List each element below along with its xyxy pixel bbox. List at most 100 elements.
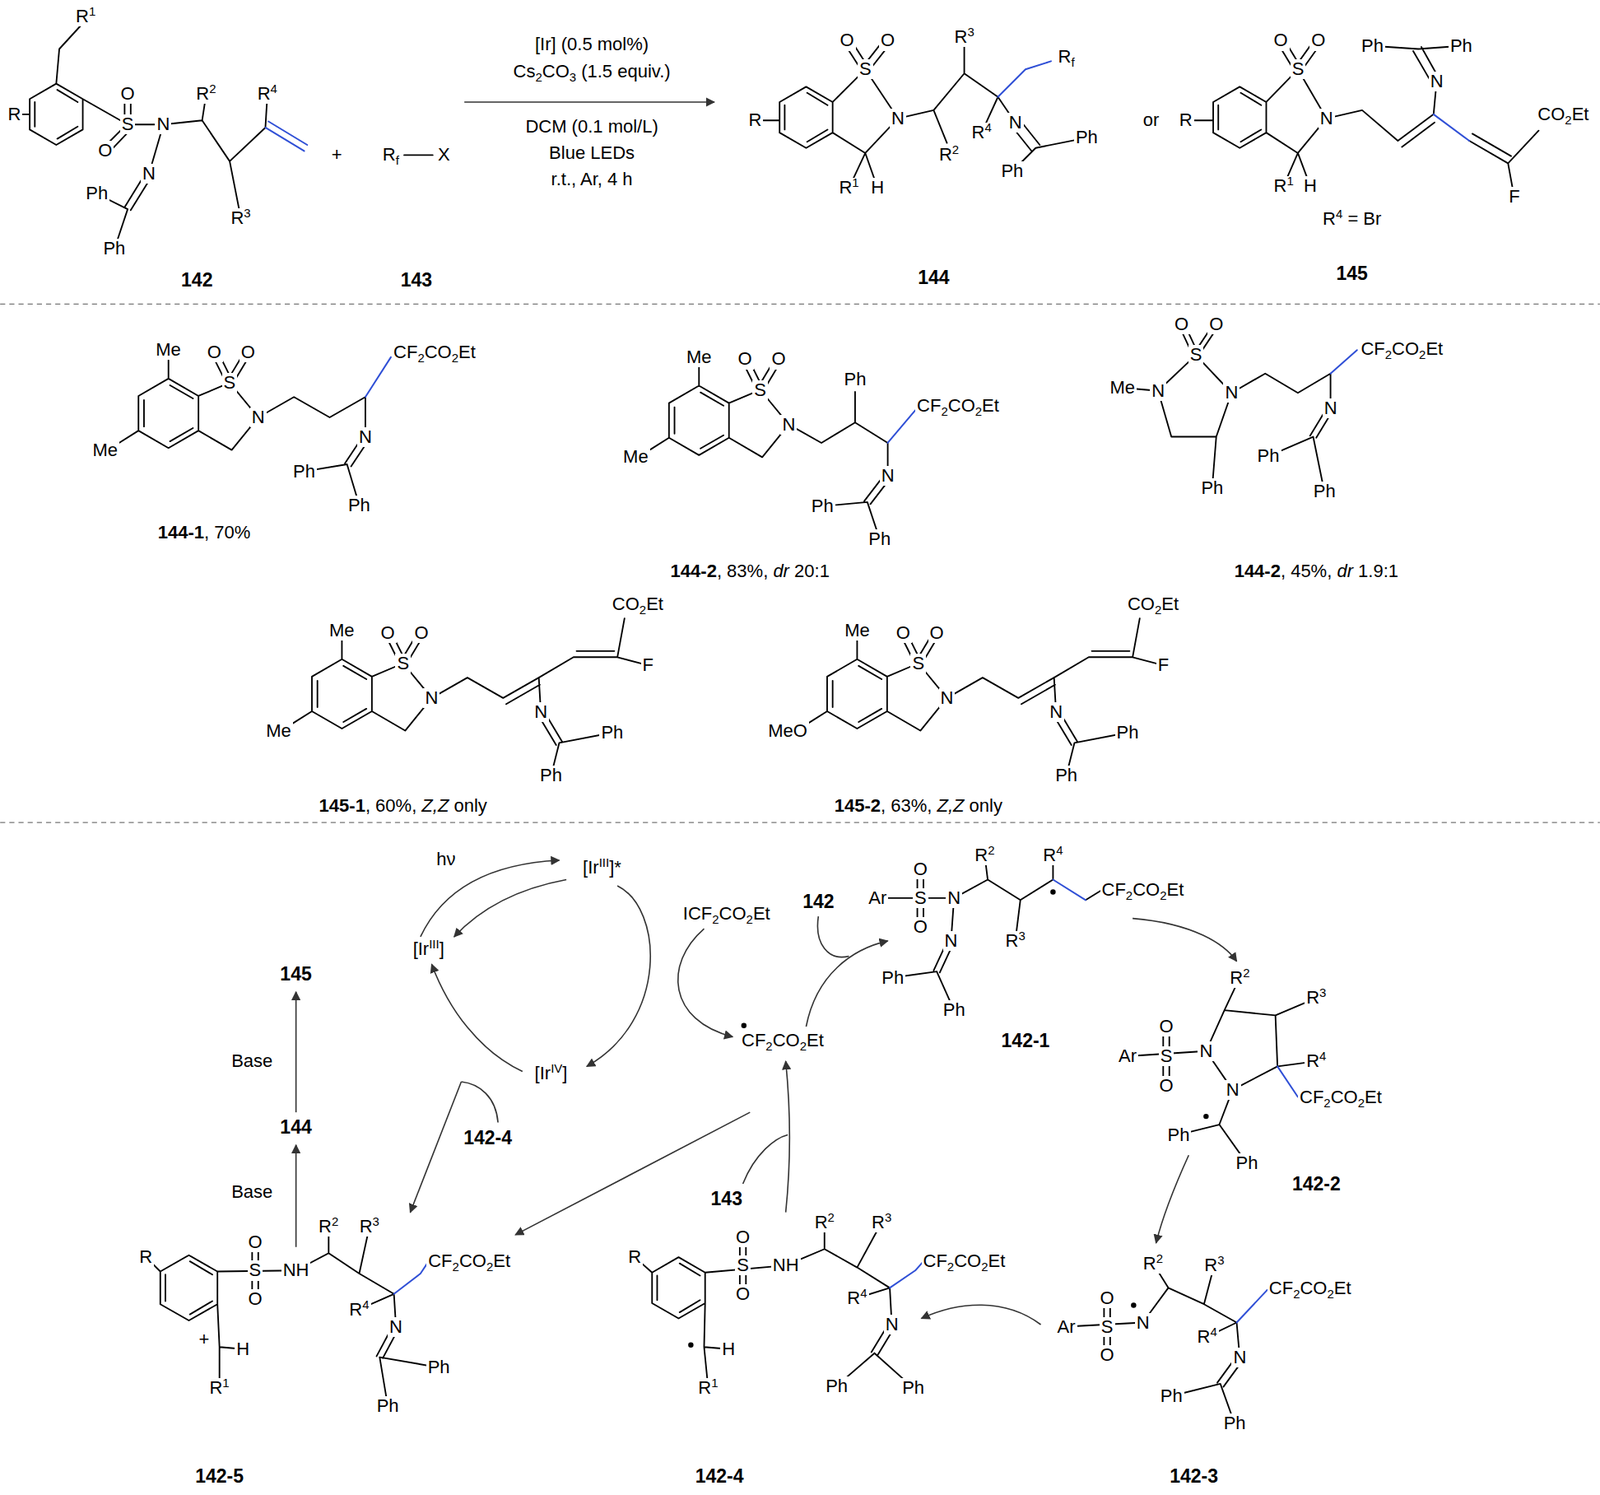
atom-label: N [943, 930, 960, 951]
formula-label: ICF2CO2Et [681, 903, 773, 924]
atom-label: O [205, 342, 224, 363]
compound-number: 145 [278, 963, 313, 985]
atom-label: X [436, 144, 452, 165]
atom-label: N [780, 414, 797, 435]
atom-label: R3 [228, 208, 252, 228]
atom-label: Ph [1199, 478, 1225, 498]
compound-number: 142 [800, 891, 836, 912]
atom-label: N [1231, 1347, 1248, 1368]
cycle-arrow [586, 885, 651, 1066]
atom-label: S [1158, 1046, 1175, 1066]
atom-label: S [120, 114, 136, 135]
new-bond [888, 409, 916, 443]
formula-label: CF2CO2Et [1358, 339, 1445, 359]
atom-label: N [1197, 1041, 1214, 1061]
atom-label: N [883, 1314, 901, 1335]
atom-label: H [1302, 176, 1319, 196]
atom-label: R2 [316, 1216, 340, 1237]
atom-label: Ar [866, 888, 889, 908]
atom-label: R3 [1003, 930, 1027, 951]
atom-label: R [137, 1246, 154, 1267]
atom-label: O [911, 916, 930, 937]
atom-label: R3 [1304, 987, 1328, 1008]
atom-label: N [1047, 702, 1065, 722]
atom-label: hν [434, 849, 457, 870]
atom-label: N [154, 114, 172, 135]
example-bonds [788, 391, 891, 540]
diene-bonds [1193, 38, 1539, 197]
atom-label: O [1309, 30, 1327, 51]
atom-label: R2 [1227, 967, 1252, 988]
atom-label: R1 [207, 1377, 231, 1398]
example-bonds [258, 396, 370, 505]
atom-label: Rf [1056, 46, 1077, 67]
formula-label: CO2Et [610, 594, 666, 614]
atom-label: Ph [1158, 1386, 1185, 1406]
atom-label: N [889, 108, 907, 129]
formula-label: CF2CO2Et [1100, 879, 1187, 900]
atom-label: Ph [841, 369, 868, 390]
new-bond [1237, 1289, 1268, 1323]
atom-label: O [379, 623, 397, 643]
atom-label: O [735, 348, 754, 369]
atom-label: O [246, 1232, 264, 1252]
atom-label: Rf [381, 144, 401, 165]
atom-label: + [197, 1329, 212, 1349]
sultam-core [647, 358, 789, 457]
intermediate-bonds [145, 1226, 439, 1406]
atom-label: N [879, 465, 897, 486]
new-bond [889, 1260, 924, 1288]
atom-label: [IrIII] [411, 939, 447, 959]
atom-label: O [1271, 30, 1289, 51]
atom-label: H [234, 1339, 252, 1359]
new-bond [365, 357, 391, 397]
atom-label: H [720, 1339, 737, 1359]
atom-label: O [1158, 1016, 1176, 1037]
atom-label: R1 [74, 6, 98, 27]
atom-label: O [118, 83, 136, 104]
atom-label: R1 [696, 1377, 720, 1398]
atom-label: O [837, 30, 856, 51]
intermediate-bonds [634, 1222, 913, 1388]
atom-label: N [1224, 1079, 1242, 1100]
alkene-bond [265, 121, 307, 152]
atom-label: N [1007, 112, 1024, 133]
step-arrow [295, 991, 298, 1112]
compound-number: 143 [709, 1188, 745, 1210]
atom-label: Ph [1448, 36, 1475, 56]
atom-label: O [1098, 1288, 1117, 1308]
atom-label: NH [281, 1260, 312, 1280]
new-bond [394, 1260, 429, 1294]
atom-label: Me [90, 440, 120, 461]
atom-label: O [879, 30, 897, 51]
atom-label: Ph [1311, 481, 1338, 502]
atom-label: N [939, 688, 956, 708]
example-bonds [1122, 324, 1335, 492]
atom-label: R3 [952, 27, 976, 47]
intermediate-bonds [1127, 977, 1317, 1164]
atom-label: H [869, 177, 886, 198]
atom-label: S [734, 1255, 751, 1275]
atom-label: O [734, 1227, 752, 1247]
atom-label: Ph [101, 238, 127, 259]
atom-label: Me [842, 620, 872, 641]
atom-label: R4 = Br [1320, 209, 1383, 229]
atom-label: R2 [1141, 1253, 1165, 1274]
atom-label: O [769, 348, 787, 369]
atom-label: R [626, 1246, 643, 1267]
new-bond [1277, 1065, 1298, 1097]
atom-label: Ph [1074, 127, 1100, 148]
atom-label: N [1223, 382, 1240, 403]
intermediate-bonds [1066, 1263, 1243, 1424]
sultam-core [290, 631, 432, 731]
atom-label: F [1506, 186, 1521, 207]
atom-label: Ph [866, 529, 893, 549]
atom-label: Ar [1055, 1316, 1078, 1337]
compound-number: 142-5 [193, 1465, 246, 1487]
atom-label: [Ir] (0.5 mol%) [533, 34, 651, 55]
atom-label: O [1158, 1075, 1176, 1096]
atom-label: Ph [900, 1377, 926, 1398]
atom-label: S [752, 380, 768, 400]
atom-label: N [250, 407, 267, 428]
atom-label: O [894, 623, 912, 643]
